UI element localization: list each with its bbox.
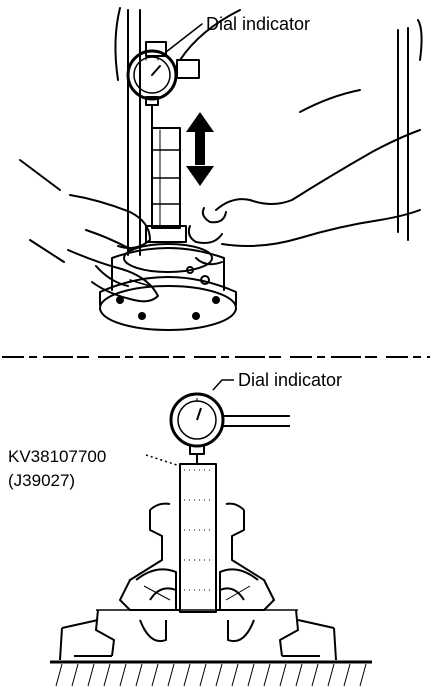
top-gear-housing [99,243,237,331]
bottom-dial-indicator [169,392,290,464]
surface-plate [50,660,372,687]
bottom-callout-line [212,379,234,391]
gauge-block-tool [179,463,217,613]
up-down-arrow-icon [186,112,214,186]
top-callout-label: Dial indicator [206,14,310,34]
tool-leader-line [145,454,181,467]
top-dial-indicator [126,41,200,129]
technician-hands [19,9,421,303]
top-illustration [19,7,423,331]
bottom-callout-label: Dial indicator [238,370,342,390]
tool-number-label: KV38107700 [8,447,106,466]
bottom-illustration [50,379,372,687]
top-callout-line [165,23,203,53]
bottom-housing [59,502,337,661]
measuring-rod [145,127,187,243]
tool-alt-number-label: (J39027) [8,471,75,490]
dial-indicator-stand [114,7,423,256]
